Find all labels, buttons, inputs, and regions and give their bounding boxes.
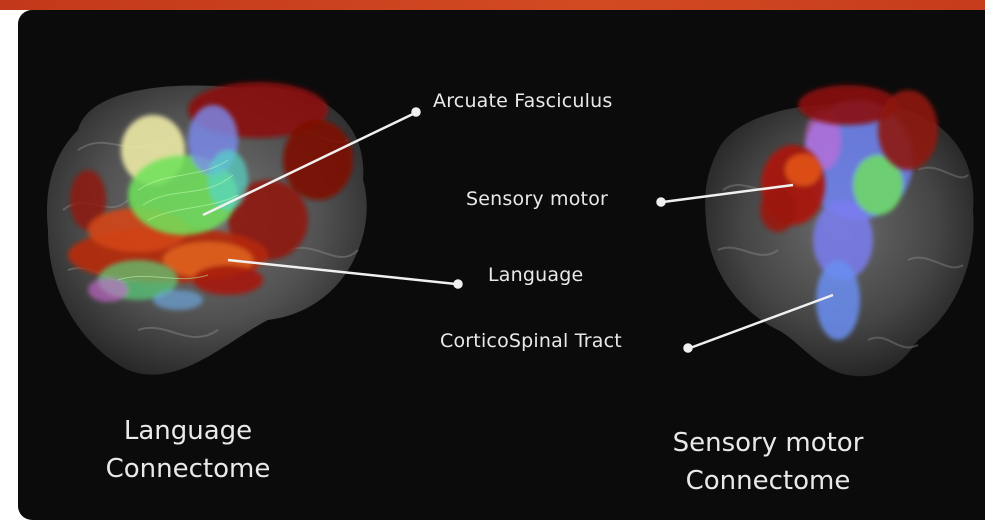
- corticospinal-tract-label: CorticoSpinal Tract: [440, 332, 622, 351]
- right-brain-image: [705, 85, 973, 376]
- sensory-motor-connectome-caption: Sensory motor Connectome: [633, 424, 903, 500]
- accent-bar: [0, 0, 985, 10]
- caption-line: Connectome: [78, 450, 298, 488]
- arcuate-fasciculus-label: Arcuate Fasciculus: [433, 92, 612, 111]
- caption-line: Language: [78, 412, 298, 450]
- left-brain-image: [47, 82, 367, 375]
- language-label: Language: [488, 266, 583, 285]
- caption-line: Connectome: [633, 462, 903, 500]
- caption-line: Sensory motor: [633, 424, 903, 462]
- language-connectome-caption: Language Connectome: [78, 412, 298, 488]
- left-margin: [0, 10, 18, 526]
- connectome-figure-panel: Arcuate Fasciculus Sensory motor Languag…: [18, 10, 985, 520]
- sensory-motor-label: Sensory motor: [466, 190, 608, 209]
